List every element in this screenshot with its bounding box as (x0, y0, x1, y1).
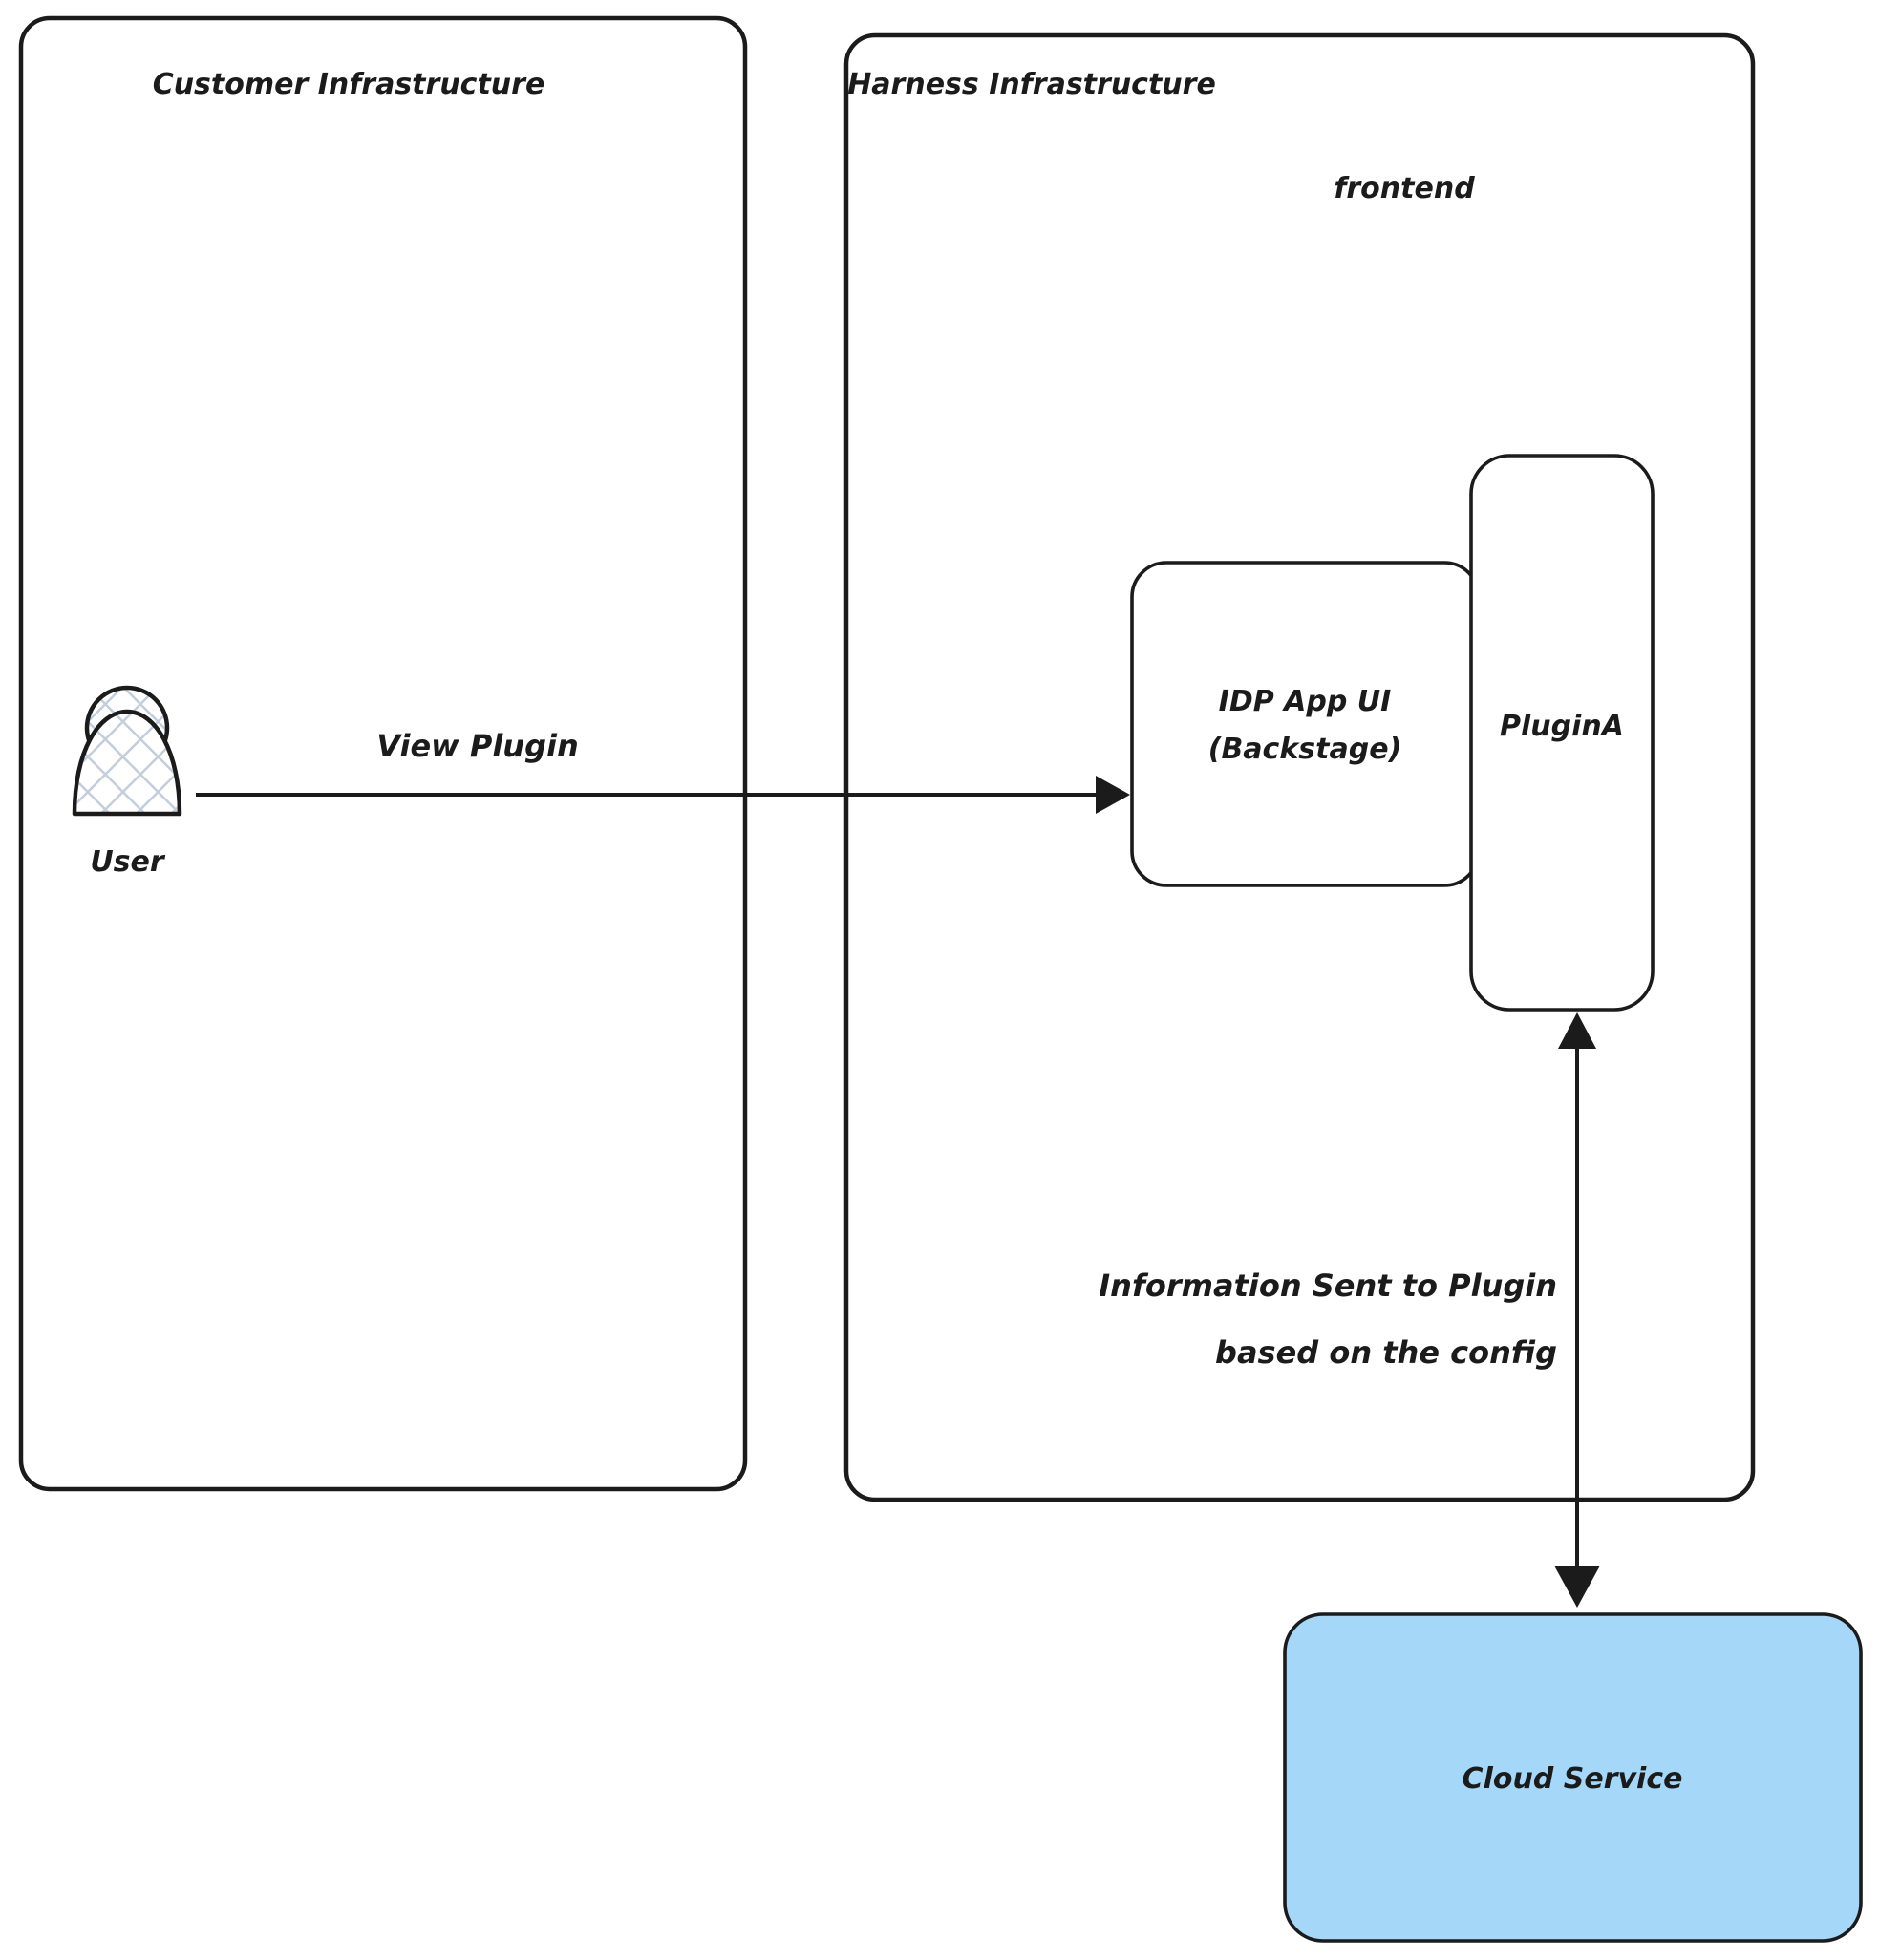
edge-view-plugin: View Plugin (196, 728, 1130, 814)
node-plugin-a[interactable]: PluginA (1469, 454, 1655, 1012)
plugin-a-box (1469, 454, 1655, 1012)
group-customer-infrastructure: Customer Infrastructure (18, 15, 748, 1492)
view-plugin-arrow-head (1096, 776, 1130, 814)
user-actor[interactable]: User (72, 685, 182, 879)
cloud-service-fill (1285, 1614, 1861, 1941)
node-cloud-service[interactable]: Cloud Service (1283, 1612, 1863, 1943)
idp-app-ui-label-line1: IDP App UI (1219, 685, 1392, 718)
view-plugin-label: View Plugin (376, 728, 578, 764)
harness-infrastructure-container (843, 32, 1756, 1502)
idp-app-ui-label-line2: (Backstage) (1208, 733, 1402, 766)
harness-infrastructure-label: Harness Infrastructure (847, 68, 1216, 101)
cloud-service-label: Cloud Service (1463, 1762, 1683, 1796)
plugin-a-label: PluginA (1500, 710, 1624, 743)
edge-information-sent: Information Sent to Plugin based on the … (1099, 1012, 1600, 1608)
node-idp-app-ui[interactable]: IDP App UI (Backstage) (1130, 561, 1481, 887)
frontend-label: frontend (1334, 172, 1475, 205)
user-icon-body-fill (75, 712, 180, 814)
group-harness-infrastructure: Harness Infrastructure frontend (843, 32, 1756, 1502)
information-sent-arrow-head-down (1554, 1566, 1600, 1608)
plugin-a-fill (1471, 456, 1653, 1010)
user-label: User (90, 845, 166, 879)
information-sent-label-line2: based on the config (1215, 1334, 1557, 1371)
information-sent-label-line1: Information Sent to Plugin (1099, 1268, 1557, 1304)
customer-infrastructure-label: Customer Infrastructure (153, 68, 545, 101)
customer-infrastructure-container (18, 15, 748, 1492)
cloud-service-box (1283, 1612, 1863, 1943)
user-icon-body (72, 709, 182, 817)
information-sent-arrow-head-up (1558, 1012, 1596, 1049)
idp-app-ui-fill (1132, 563, 1479, 885)
